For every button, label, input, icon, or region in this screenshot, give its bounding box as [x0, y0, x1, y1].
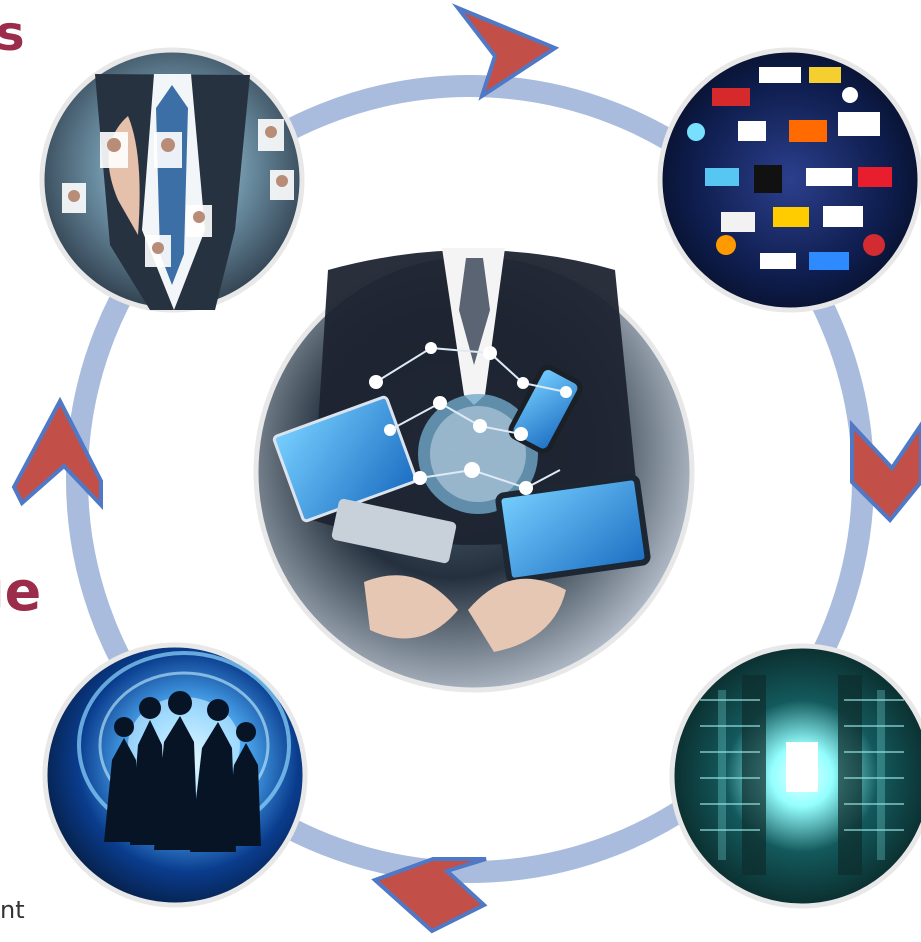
- top-left-node: [39, 47, 305, 313]
- bottom-right-node: [669, 643, 921, 909]
- business-network-devices-icon: [272, 342, 651, 652]
- arrow-right: [850, 419, 921, 523]
- digital-globe-people-icon: [77, 651, 291, 852]
- people-network-touch-icon: [62, 74, 294, 310]
- center-node: [253, 248, 695, 693]
- data-tunnel-icon: [700, 675, 904, 875]
- top-left-cropped-label: s: [0, 6, 25, 62]
- brand-logo-collage-icon: [687, 67, 892, 270]
- arrow-top: [451, 3, 560, 101]
- arrow-left: [11, 396, 103, 511]
- arrow-bottom: [371, 857, 488, 934]
- middle-left-cropped-label: ge: [0, 560, 42, 623]
- bottom-left-cropped-label: nt: [0, 896, 25, 924]
- bottom-left-node: [42, 642, 308, 908]
- top-right-node: [657, 47, 921, 313]
